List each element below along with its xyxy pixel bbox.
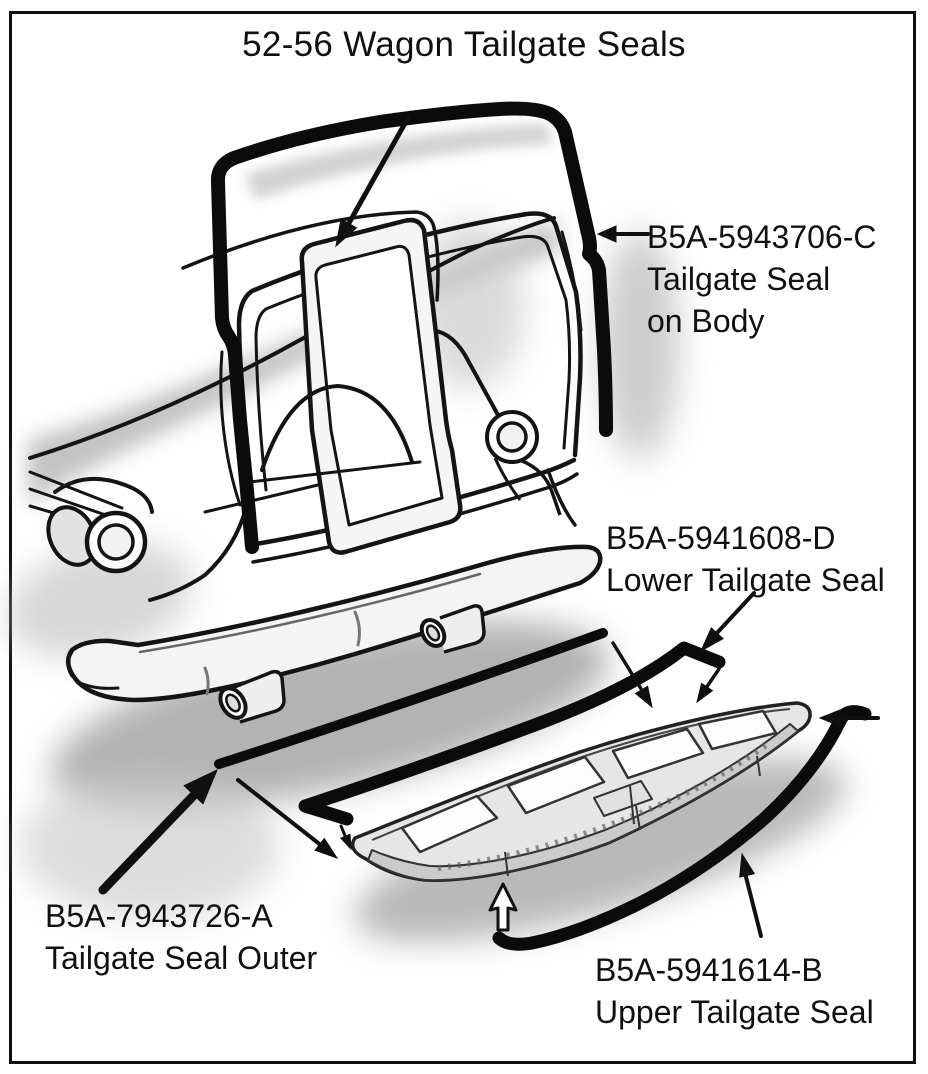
panel-side-wall — [367, 723, 799, 882]
panel-openings — [400, 709, 778, 854]
arrow-window-frame — [335, 115, 411, 248]
arrow-panel-right-corner — [818, 709, 880, 727]
arrow-outer-seal-thick — [98, 768, 218, 895]
left-pillar-edge — [219, 350, 242, 507]
callout-arrows — [98, 115, 880, 938]
callout-lower-seal: B5A-5941608-D Lower Tailgate Seal — [606, 517, 885, 601]
panel-seams — [504, 755, 761, 877]
page-title: 52-56 Wagon Tailgate Seals — [242, 25, 686, 64]
arrow-panel-left-corner — [339, 824, 352, 851]
trim-line-1 — [28, 470, 124, 510]
roof-drip-line — [181, 210, 440, 302]
diagram-border — [9, 11, 916, 1064]
right-tail-light — [485, 410, 562, 516]
left-tail-light — [46, 505, 148, 574]
sill-upper — [247, 457, 577, 548]
sill-lower — [251, 472, 579, 564]
part-number: B5A-5941614-B — [595, 952, 823, 988]
part-description: Lower Tailgate Seal — [606, 562, 885, 598]
part-description: Tailgate Seal — [647, 261, 831, 297]
arrow-outer-seal-to-panel — [236, 778, 339, 859]
part-number: B5A-5941608-D — [606, 520, 836, 556]
exhaust-outlets — [218, 604, 486, 724]
right-corner — [546, 468, 577, 527]
arrow-panel-top-right — [696, 667, 721, 704]
left-pillar — [148, 498, 250, 602]
part-description: Tailgate Seal Outer — [45, 940, 318, 976]
body-seal — [210, 101, 613, 554]
callout-outer-seal: B5A-7943726-A Tailgate Seal Outer — [45, 895, 317, 979]
callout-body-seal: B5A-5943706-C Tailgate Seal on Body — [647, 216, 876, 342]
part-number: B5A-7943726-A — [45, 898, 273, 934]
tailgate-panel — [350, 701, 812, 882]
panel-latch-box — [593, 780, 653, 817]
arrow-body-seal — [596, 225, 650, 243]
fender-tip — [53, 476, 154, 514]
rear-bumper — [65, 544, 603, 703]
arrow-white-up — [488, 882, 518, 932]
part-number: B5A-5943706-C — [647, 219, 877, 255]
arrow-panel-top-left — [611, 641, 653, 709]
arrow-lower-seal — [699, 591, 756, 653]
right-drip — [560, 230, 583, 332]
arrow-upper-seal — [739, 852, 763, 938]
part-description: Upper Tailgate Seal — [595, 994, 874, 1030]
wheel-arch — [248, 383, 422, 484]
part-description: on Body — [647, 303, 765, 339]
callout-upper-seal: B5A-5941614-B Upper Tailgate Seal — [595, 949, 874, 1033]
lower-tailgate-seal — [298, 641, 726, 826]
outer-tailgate-seal — [214, 628, 608, 769]
